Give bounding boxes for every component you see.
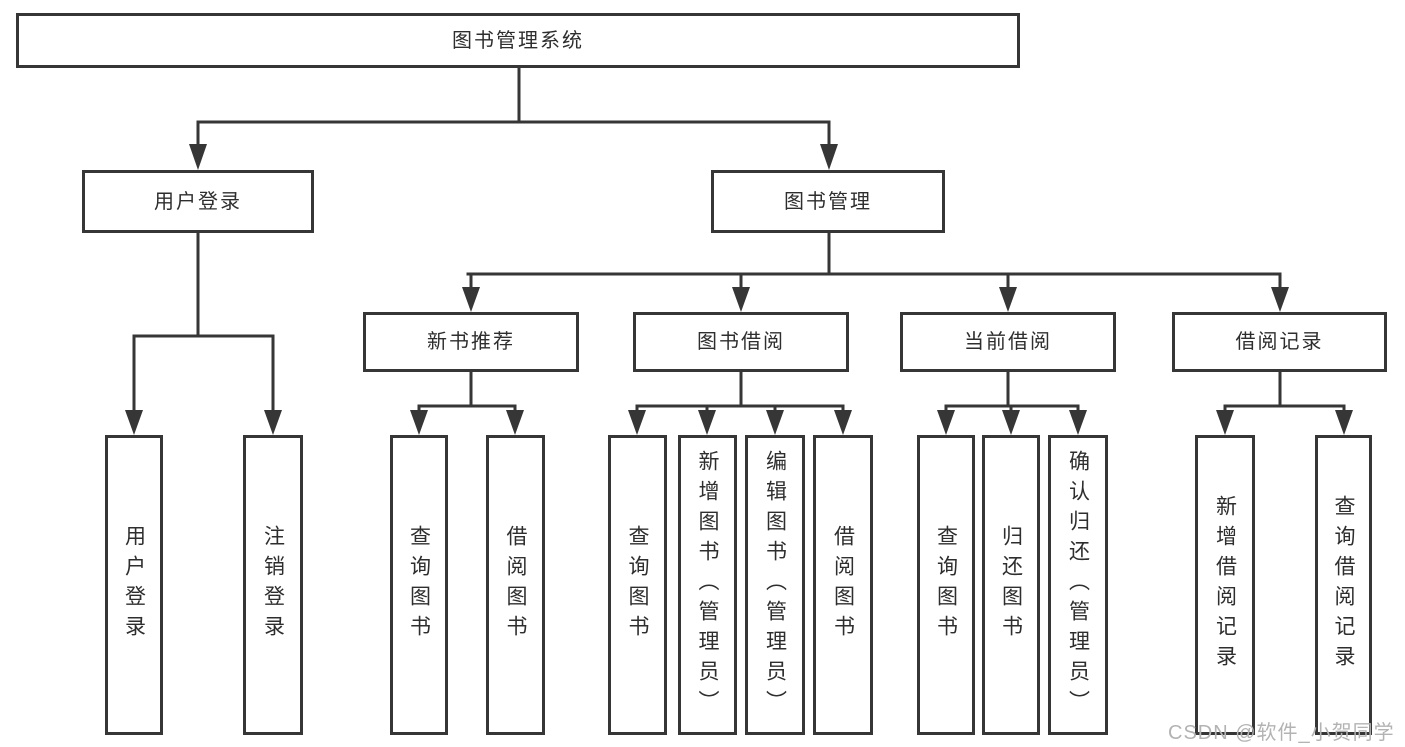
leaf-query-books-borrowing: 查询图书 [608,435,667,735]
leaf-add-books-admin: 新增图书（管理员） [678,435,737,735]
leaf-query-books-recommend: 查询图书 [390,435,448,735]
leaf-query-books-current: 查询图书 [917,435,975,735]
node-current-borrowing: 当前借阅 [900,312,1116,372]
leaf-user-login: 用户登录 [105,435,163,735]
node-book-borrowing: 图书借阅 [633,312,849,372]
leaf-edit-books-admin: 编辑图书（管理员） [745,435,805,735]
node-borrowing-records: 借阅记录 [1172,312,1387,372]
leaf-logout: 注销登录 [243,435,303,735]
node-new-book-recommendation: 新书推荐 [363,312,579,372]
node-root-system: 图书管理系统 [16,13,1020,68]
leaf-borrow-books-recommend: 借阅图书 [486,435,545,735]
leaf-query-borrow-record: 查询借阅记录 [1315,435,1372,735]
leaf-add-borrow-record: 新增借阅记录 [1195,435,1255,735]
leaf-confirm-return-admin: 确认归还（管理员） [1048,435,1108,735]
csdn-watermark: CSDN @软件_小贺同学 [1168,722,1395,744]
leaf-return-books: 归还图书 [982,435,1040,735]
node-book-management: 图书管理 [711,170,945,233]
leaf-borrow-books: 借阅图书 [813,435,873,735]
arrowhead-icons [125,144,1353,435]
node-user-login: 用户登录 [82,170,314,233]
